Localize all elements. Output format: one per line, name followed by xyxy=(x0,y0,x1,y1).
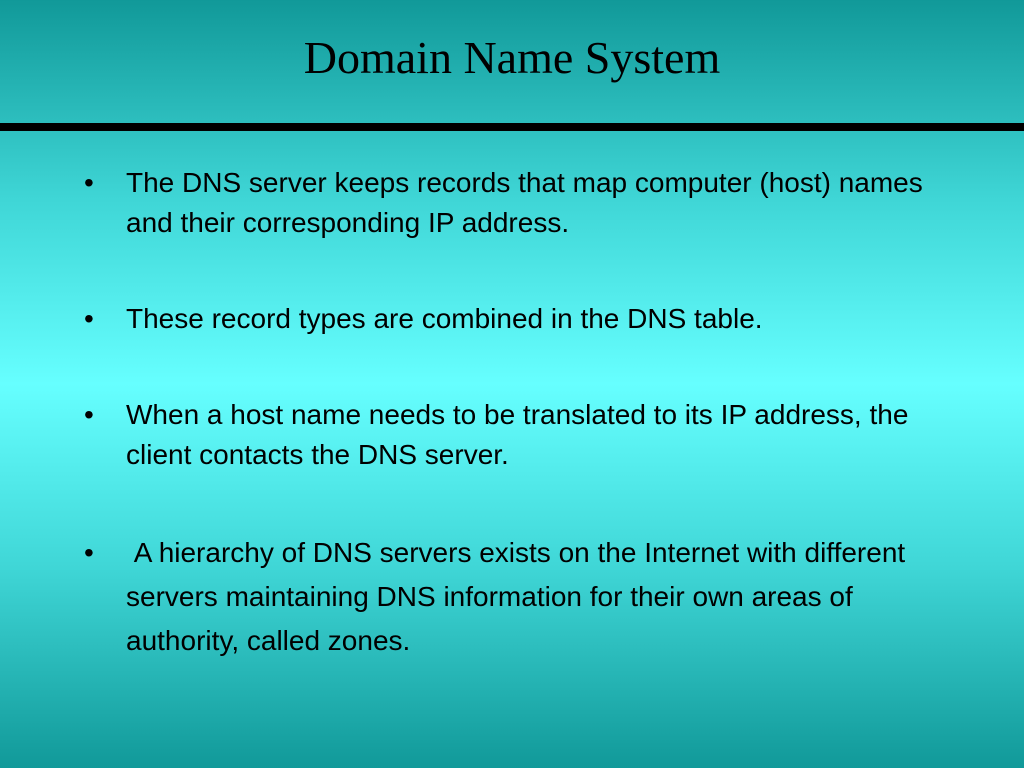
bullet-item: • A hierarchy of DNS servers exists on t… xyxy=(84,531,944,663)
bullet-icon: • xyxy=(84,399,94,430)
bullet-item: • These record types are combined in the… xyxy=(84,299,944,339)
bullet-text: A hierarchy of DNS servers exists on the… xyxy=(126,537,913,656)
bullet-text: The DNS server keeps records that map co… xyxy=(126,167,923,238)
bullet-item: • When a host name needs to be translate… xyxy=(84,395,944,475)
bullet-text: When a host name needs to be translated … xyxy=(126,399,909,470)
slide-title: Domain Name System xyxy=(303,32,721,83)
bullet-icon: • xyxy=(84,167,94,198)
bullet-text: These record types are combined in the D… xyxy=(126,303,763,334)
title-divider xyxy=(0,123,1024,131)
bullet-item: • The DNS server keeps records that map … xyxy=(84,163,944,243)
bullet-icon: • xyxy=(84,303,94,334)
bullet-list: • The DNS server keeps records that map … xyxy=(84,163,944,663)
bullet-icon: • xyxy=(84,537,94,568)
